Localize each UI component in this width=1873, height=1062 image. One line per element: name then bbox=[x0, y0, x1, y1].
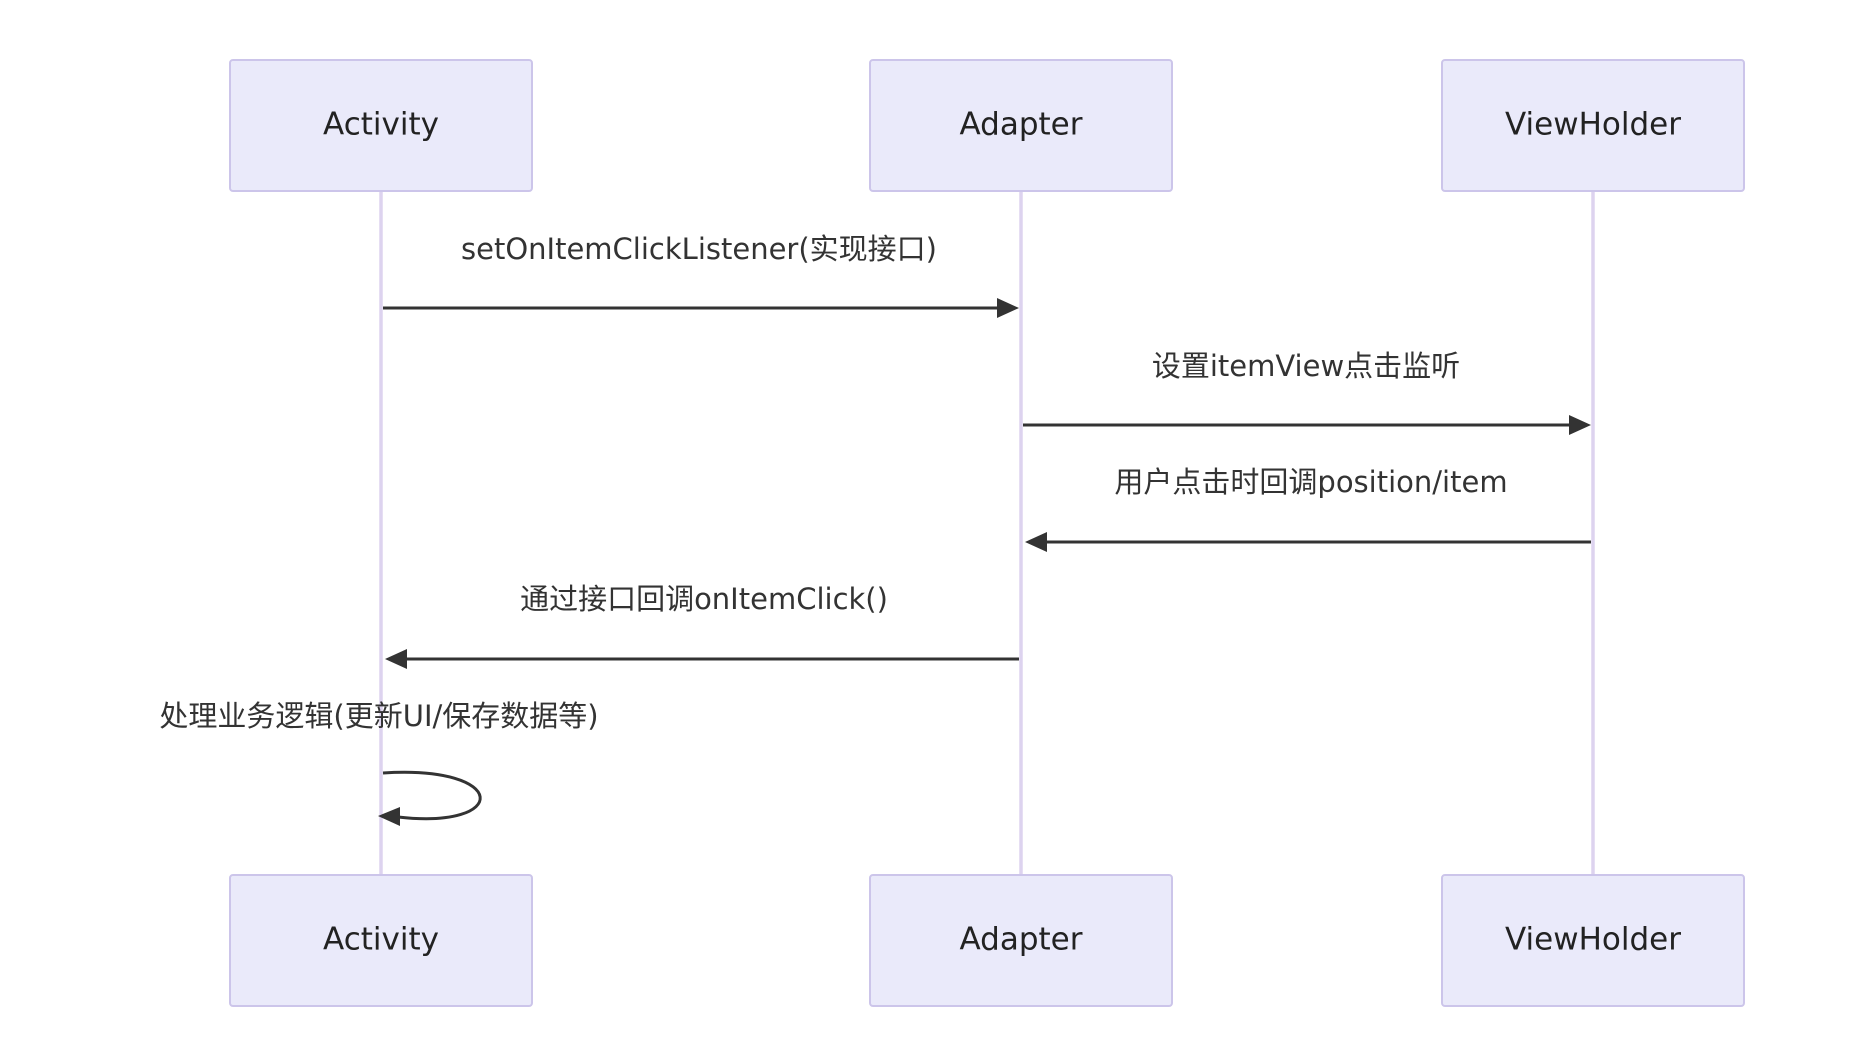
arrow-right-icon bbox=[997, 298, 1019, 318]
message-label: 通过接口回调onItemClick() bbox=[520, 582, 888, 616]
message-label: 处理业务逻辑(更新UI/保存数据等) bbox=[159, 699, 598, 733]
actor-label: Activity bbox=[323, 922, 439, 958]
actor-adapter-top: Adapter bbox=[869, 59, 1173, 192]
message-label: 用户点击时回调position/item bbox=[1114, 465, 1507, 499]
arrow-left-icon bbox=[385, 649, 407, 669]
message-click-callback: 用户点击时回调position/item bbox=[1025, 465, 1591, 552]
message-label: setOnItemClickListener(实现接口) bbox=[461, 232, 937, 266]
message-interface-callback: 通过接口回调onItemClick() bbox=[385, 582, 1019, 669]
message-handle-business-logic: 处理业务逻辑(更新UI/保存数据等) bbox=[159, 699, 599, 826]
actor-activity-top: Activity bbox=[229, 59, 533, 192]
arrow-right-icon bbox=[1569, 415, 1591, 435]
actor-label: Adapter bbox=[960, 922, 1083, 958]
arrow-left-icon bbox=[1025, 532, 1047, 552]
self-call-loop bbox=[382, 770, 482, 821]
message-set-click-listener: 设置itemView点击监听 bbox=[1023, 349, 1591, 435]
actor-adapter-bottom: Adapter bbox=[869, 874, 1173, 1007]
actor-label: Activity bbox=[323, 107, 439, 143]
actor-label: ViewHolder bbox=[1505, 922, 1681, 958]
actor-activity-bottom: Activity bbox=[229, 874, 533, 1007]
arrow-left-icon bbox=[378, 807, 400, 826]
message-label: 设置itemView点击监听 bbox=[1152, 349, 1460, 383]
actor-viewholder-bottom: ViewHolder bbox=[1441, 874, 1745, 1007]
actor-label: Adapter bbox=[960, 107, 1083, 143]
message-set-listener: setOnItemClickListener(实现接口) bbox=[383, 232, 1019, 318]
actor-label: ViewHolder bbox=[1505, 107, 1681, 143]
actor-viewholder-top: ViewHolder bbox=[1441, 59, 1745, 192]
